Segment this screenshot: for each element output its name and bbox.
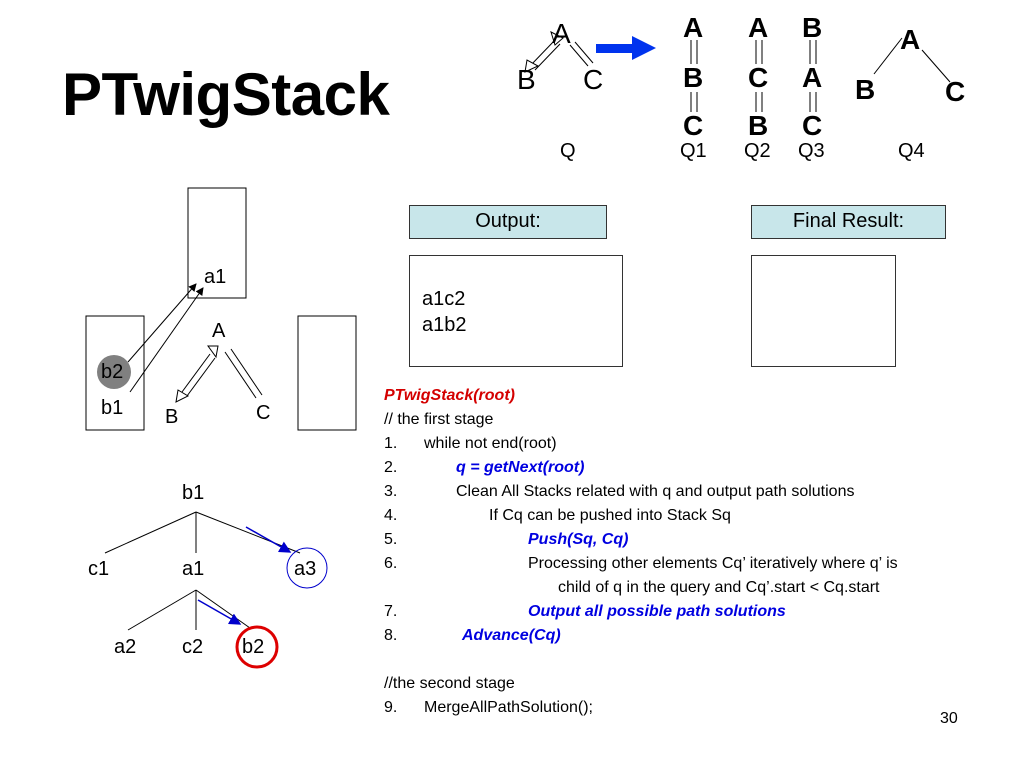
- stack-b-item-bottom: b1: [101, 397, 124, 419]
- final-result-label: Final Result:: [751, 205, 946, 239]
- output-label: Output:: [409, 205, 607, 239]
- q1-node-1: A: [683, 12, 704, 43]
- advance-arrow-a3: [245, 526, 292, 553]
- q4-node-b: B: [855, 74, 876, 105]
- q1-node-3: C: [683, 110, 704, 141]
- tree-c2: c2: [182, 636, 204, 658]
- algo-line-7: 7.Output all possible path solutions: [384, 603, 786, 620]
- stack-a-item: a1: [204, 266, 227, 288]
- q3-node-2: A: [802, 62, 823, 93]
- tree-a3: a3: [294, 558, 317, 580]
- q2-label: Q2: [744, 140, 771, 162]
- tree-a2: a2: [114, 636, 137, 658]
- q2-node-3: B: [748, 110, 769, 141]
- path-queries-edges: [690, 40, 817, 112]
- algo-line-6: 6.Processing other elements Cq’ iterativ…: [384, 555, 898, 572]
- mini-query-edges: [175, 345, 263, 403]
- algo-line-5: 5.Push(Sq, Cq): [384, 531, 629, 548]
- algo-line-2: 2.q = getNext(root): [384, 459, 585, 476]
- algorithm-block: PTwigStack(root) // the first stage 1.wh…: [384, 384, 898, 720]
- output-line-1: a1c2: [422, 288, 466, 310]
- mini-query-c: C: [256, 402, 271, 424]
- algo-comment-1: // the first stage: [384, 411, 494, 428]
- q1-label: Q1: [680, 140, 707, 162]
- algo-comment-2: //the second stage: [384, 675, 515, 692]
- algo-line-8: 8.Advance(Cq): [384, 627, 561, 644]
- q4-node-c: C: [945, 76, 966, 107]
- pointer-b2-a1: [127, 283, 197, 363]
- a3-circle: [286, 547, 328, 589]
- q4-label: Q4: [898, 140, 925, 162]
- mini-query-a: A: [212, 320, 226, 342]
- q2-node-2: C: [748, 62, 769, 93]
- q3-node-3: C: [802, 110, 823, 141]
- tree-c1: c1: [88, 558, 110, 580]
- transform-arrow: [596, 36, 656, 60]
- algo-header: PTwigStack(root): [384, 387, 515, 404]
- q-node-a: A: [552, 18, 571, 49]
- algo-line-4: 4.If Cq can be pushed into Stack Sq: [384, 507, 731, 524]
- pointer-b1-a1: [129, 287, 204, 393]
- q-node-c: C: [583, 64, 604, 95]
- page-number: 30: [940, 710, 958, 727]
- q3-node-1: B: [802, 12, 823, 43]
- output-box: a1c2 a1b2: [409, 255, 623, 367]
- q4-node-a: A: [900, 24, 921, 55]
- algo-line-6-cont: child of q in the query and Cq’.start < …: [558, 579, 880, 596]
- q3-label: Q3: [798, 140, 825, 162]
- algo-line-3: 3.Clean All Stacks related with q and ou…: [384, 483, 855, 500]
- q-node-b: B: [517, 64, 536, 95]
- b2-stack-highlight: [97, 355, 131, 389]
- stack-c: [297, 315, 357, 431]
- b2-circle: [235, 625, 279, 669]
- tree-a1: a1: [182, 558, 205, 580]
- tree-b2: b2: [242, 636, 265, 658]
- query-q4-edges: [873, 37, 951, 83]
- output-line-2: a1b2: [422, 314, 467, 336]
- algo-line-1: 1.while not end(root): [384, 435, 557, 452]
- mini-query-b: B: [165, 406, 179, 428]
- final-result-box: [751, 255, 896, 367]
- slide-title: PTwigStack: [62, 61, 390, 128]
- query-q-edges: [524, 31, 594, 73]
- stack-a: [187, 187, 247, 299]
- q-label: Q: [560, 140, 576, 162]
- algo-line-9: 9.MergeAllPathSolution();: [384, 699, 593, 716]
- q1-node-2: B: [683, 62, 704, 93]
- advance-arrow-b2: [197, 599, 242, 625]
- stack-b-item-top: b2: [101, 361, 124, 383]
- tree-root: b1: [182, 482, 205, 504]
- q2-node-1: A: [748, 12, 769, 43]
